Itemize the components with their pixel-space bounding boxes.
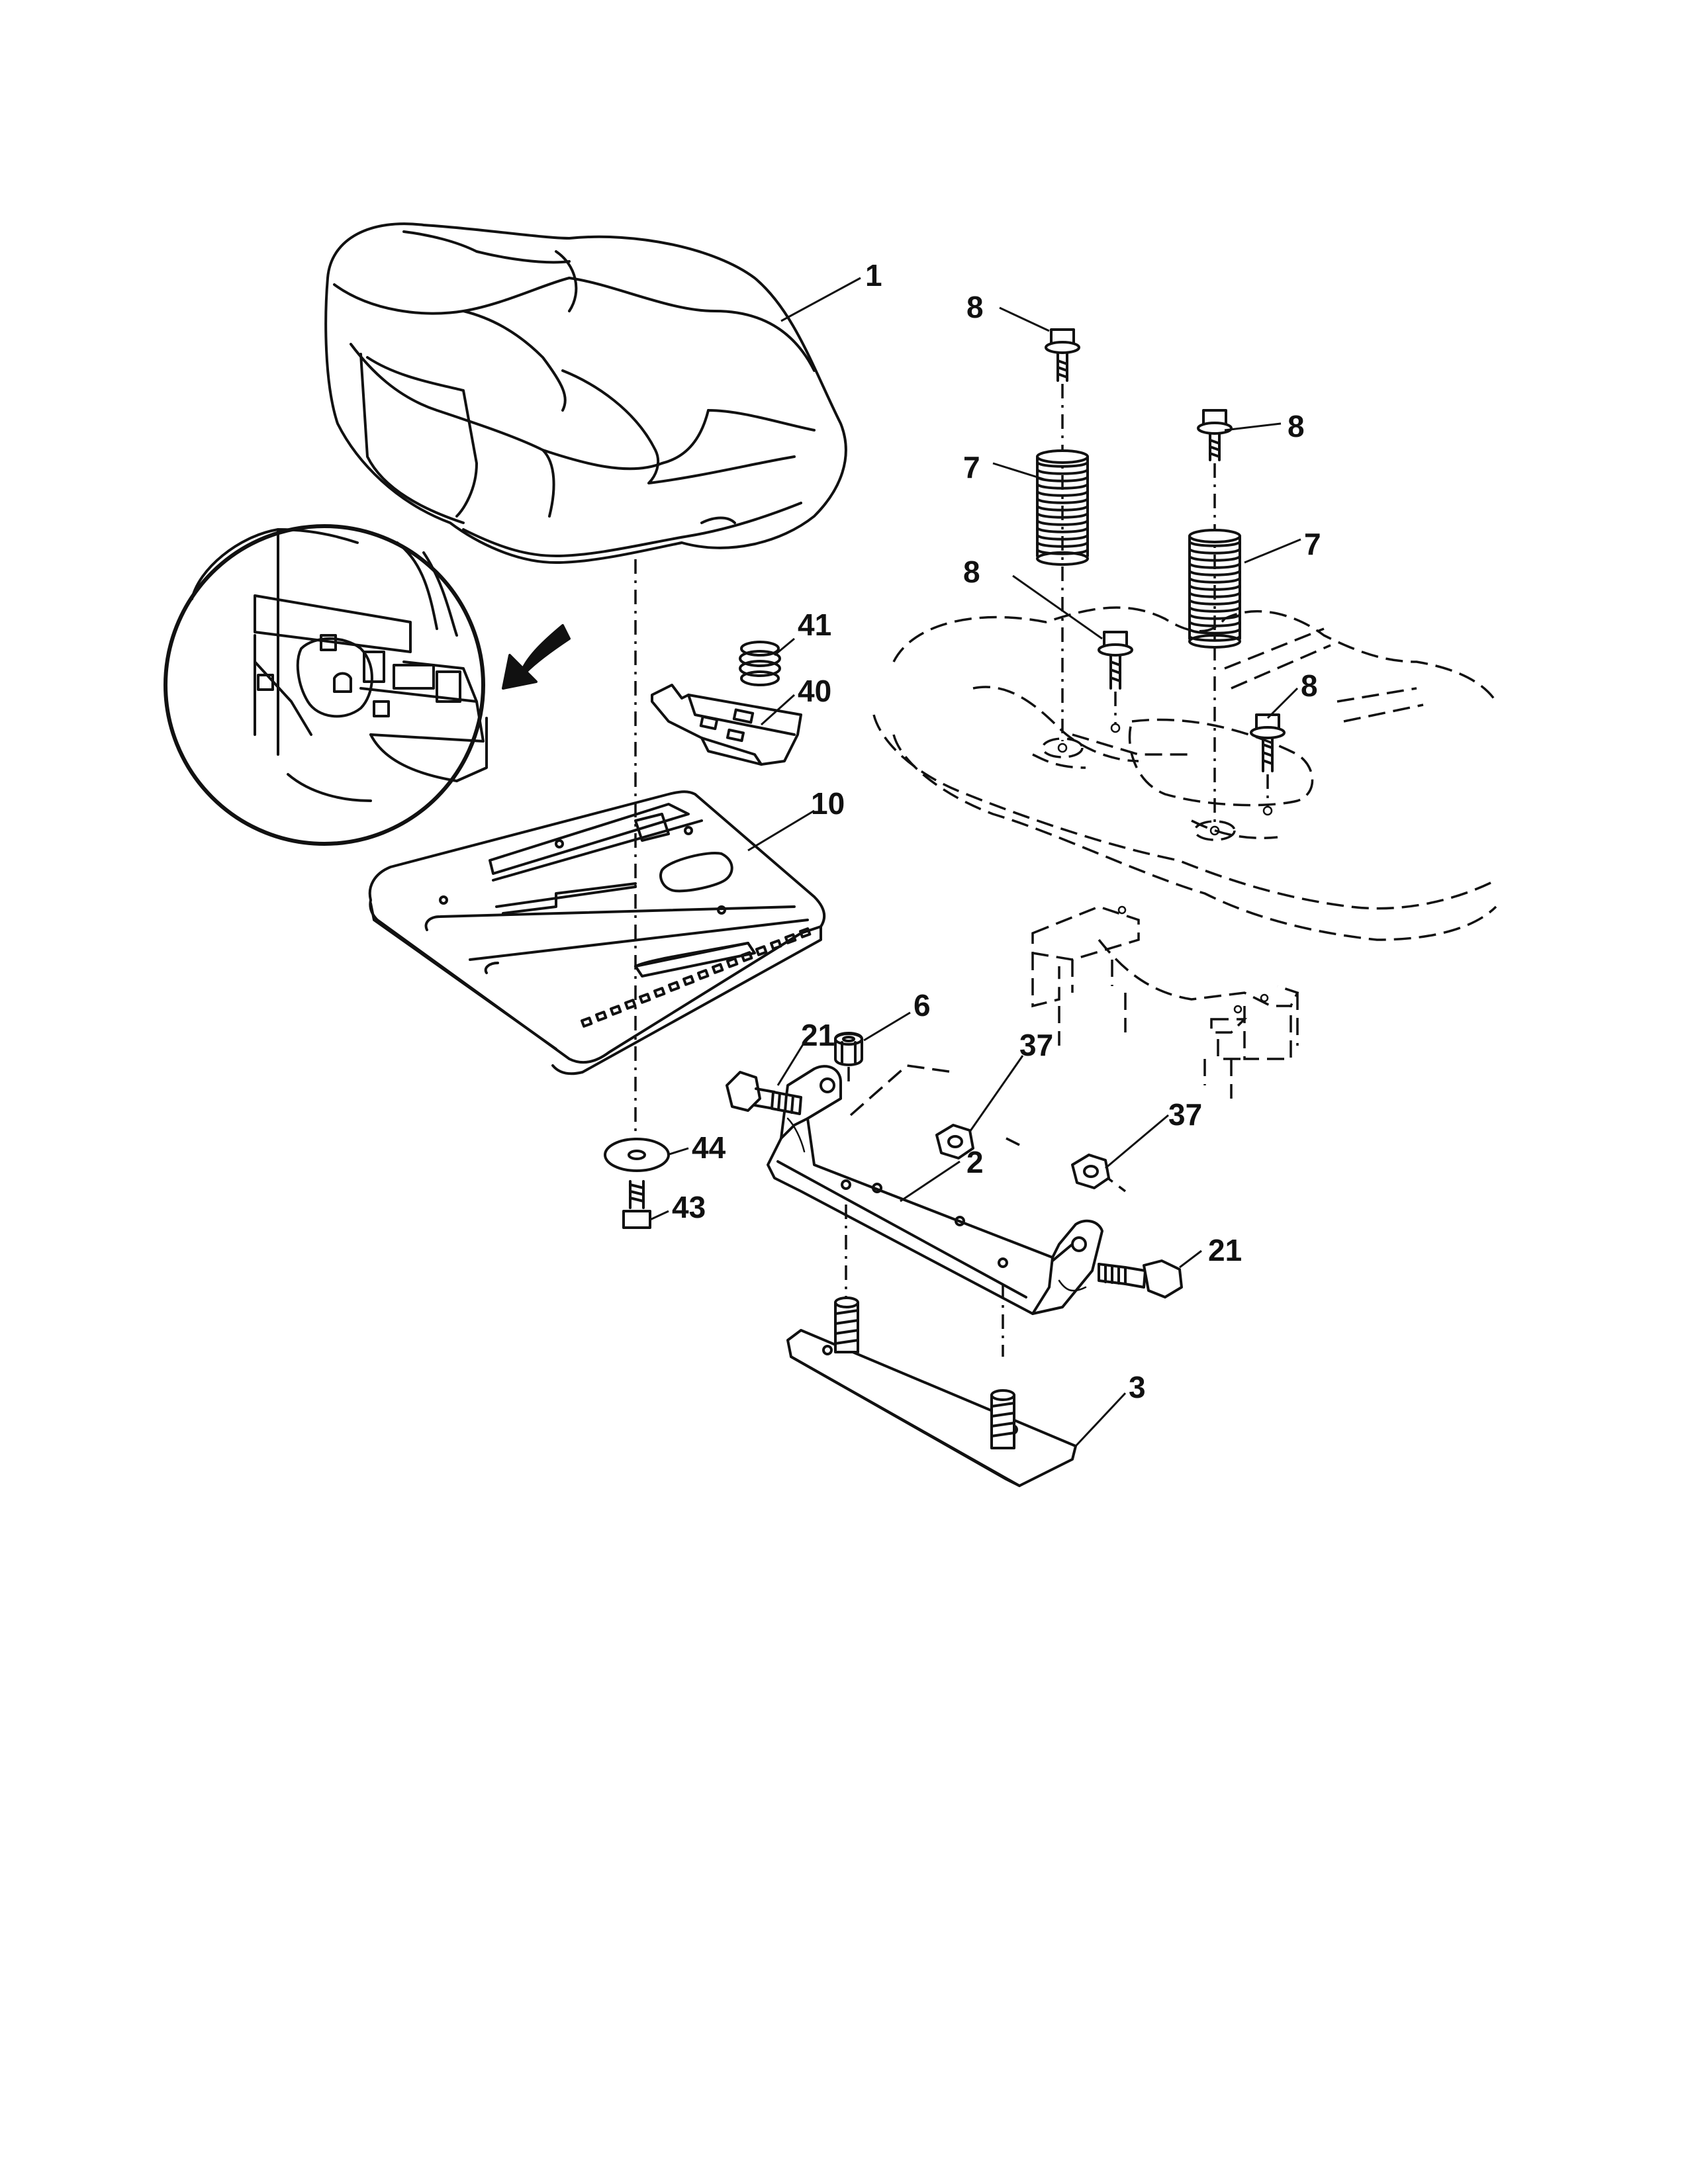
part-spring-7-right	[1188, 463, 1241, 827]
part-seat-pan	[368, 790, 826, 1075]
callout-labels: 1 8 8 7 7 8 8 41 40 10 21 6 37 37 44 2 4…	[672, 258, 1321, 1404]
callout-6: 6	[914, 988, 931, 1023]
part-nut-37-b	[1071, 1154, 1110, 1189]
callout-1: 1	[865, 258, 882, 293]
part-latch-40	[651, 684, 802, 766]
part-bolt-8-c	[1098, 631, 1133, 725]
part-bolt-21-right	[1098, 1259, 1183, 1298]
stud-left	[834, 1297, 859, 1353]
callout-10: 10	[811, 786, 845, 821]
part-plate-3	[786, 1297, 1077, 1487]
callout-8b: 8	[1288, 409, 1305, 443]
callout-8d: 8	[1301, 668, 1318, 703]
part-bolt-8-d	[1250, 713, 1286, 807]
part-locknut-6	[834, 1032, 863, 1082]
callout-7a: 7	[963, 450, 980, 484]
callout-21b: 21	[1208, 1233, 1242, 1267]
part-nut-37-a	[935, 1124, 974, 1160]
part-bracket-2	[767, 1064, 1127, 1357]
callout-37a: 37	[1019, 1028, 1053, 1062]
detail-inset	[164, 524, 571, 846]
callout-41: 41	[798, 608, 831, 642]
callout-8c: 8	[963, 555, 980, 589]
callout-3: 3	[1129, 1370, 1146, 1404]
part-bolt-8-a	[1045, 328, 1080, 382]
callout-21a: 21	[801, 1018, 835, 1052]
part-bolt-43	[622, 1180, 651, 1229]
part-washer-44	[604, 1138, 670, 1172]
callout-37b: 37	[1168, 1097, 1202, 1132]
callout-8a: 8	[966, 290, 984, 324]
part-bolt-21-left	[726, 1071, 802, 1115]
part-spring-7-left	[1036, 384, 1089, 741]
leader-lines	[649, 277, 1301, 1447]
callout-2: 2	[966, 1145, 984, 1179]
frame-mount-holes	[1041, 723, 1273, 841]
frame-outline	[872, 606, 1497, 1099]
callout-44: 44	[692, 1130, 726, 1165]
stud-right	[990, 1389, 1015, 1449]
part-seat	[324, 222, 847, 564]
callout-7b: 7	[1304, 527, 1321, 561]
part-bolt-8-b	[1197, 409, 1233, 461]
part-spring-41	[739, 641, 781, 686]
callout-43: 43	[672, 1190, 706, 1224]
callout-40: 40	[798, 674, 831, 708]
